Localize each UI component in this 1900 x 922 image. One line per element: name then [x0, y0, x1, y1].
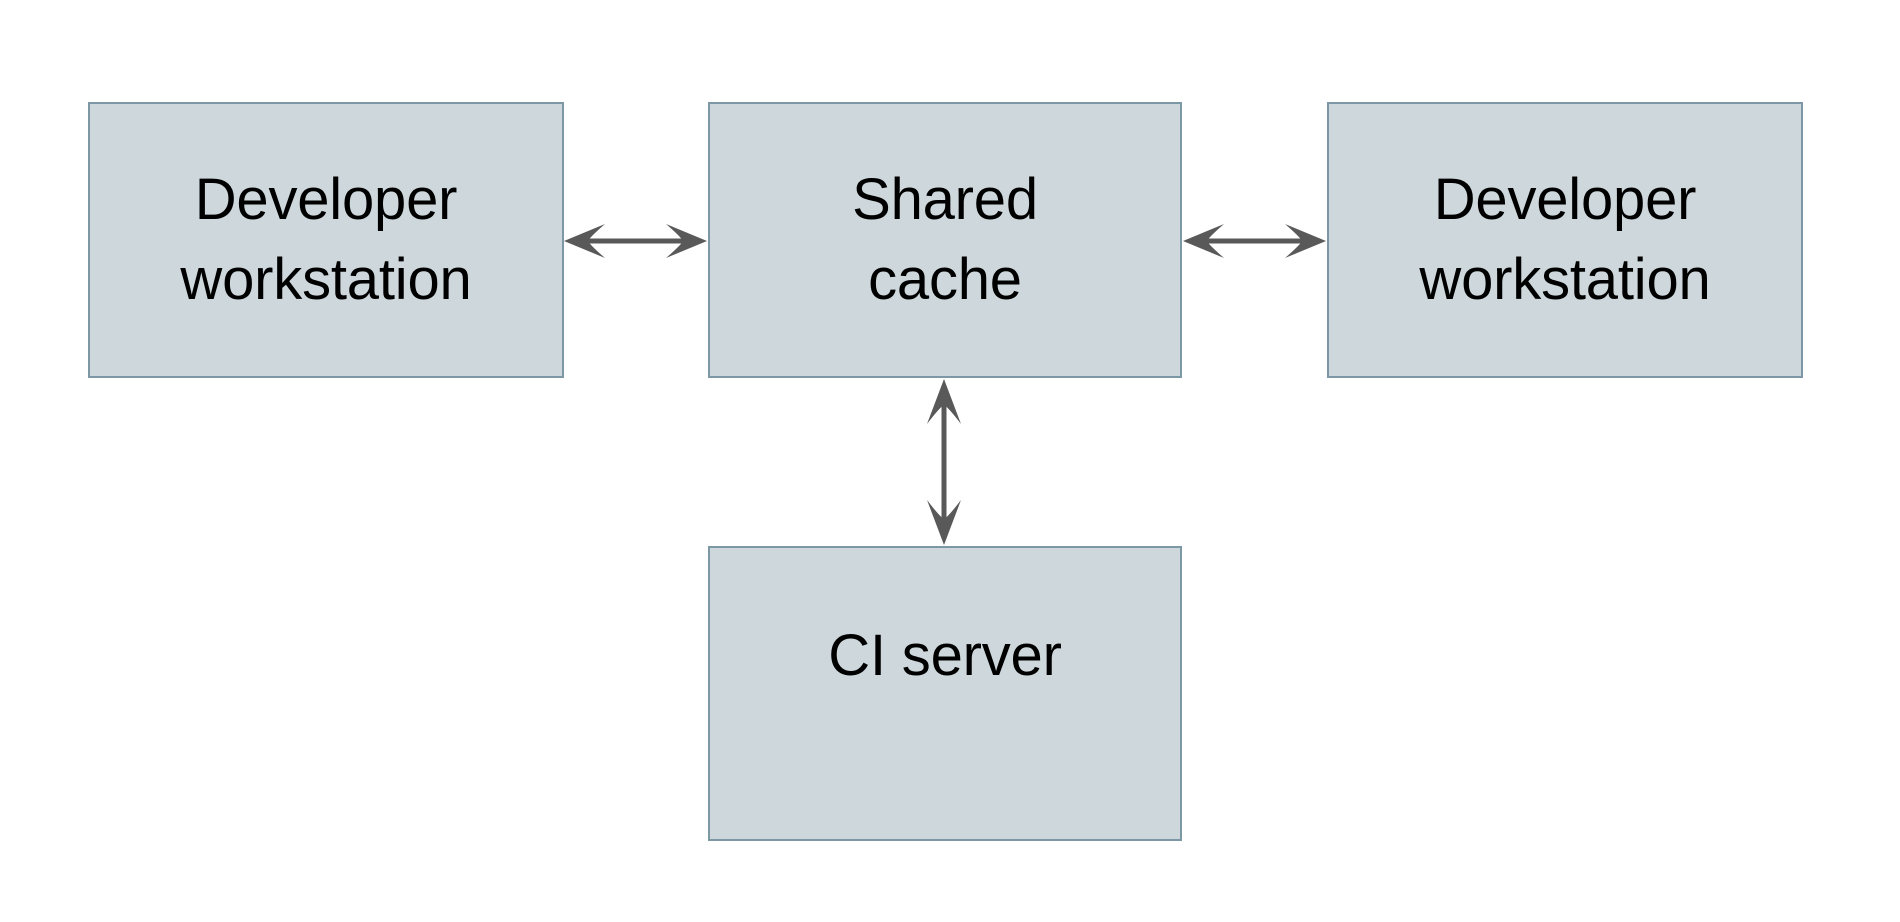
node-label: Shared cache — [852, 166, 1038, 312]
node-label: Developer workstation — [1419, 166, 1711, 312]
connector-shaft — [1205, 238, 1305, 244]
connector-dev-left-to-shared-cache — [564, 224, 707, 258]
node-label: CI server — [828, 623, 1062, 688]
connector-shared-cache-to-dev-right — [1183, 224, 1326, 258]
node-developer-workstation-right[interactable]: Developer workstation — [1327, 102, 1803, 378]
connector-ci-server-to-shared-cache — [927, 379, 961, 545]
node-label: Developer workstation — [180, 166, 472, 312]
node-shared-cache[interactable]: Shared cache — [708, 102, 1182, 378]
arrowhead-up-icon — [927, 379, 961, 424]
connector-shaft — [941, 404, 947, 520]
arrowhead-right-icon — [666, 224, 707, 258]
node-developer-workstation-left[interactable]: Developer workstation — [88, 102, 564, 378]
arrowhead-left-icon — [1183, 224, 1224, 258]
arrowhead-left-icon — [564, 224, 605, 258]
arrowhead-right-icon — [1285, 224, 1326, 258]
node-ci-server[interactable]: CI server — [708, 546, 1182, 841]
connector-shaft — [586, 238, 686, 244]
arrowhead-down-icon — [927, 500, 961, 545]
